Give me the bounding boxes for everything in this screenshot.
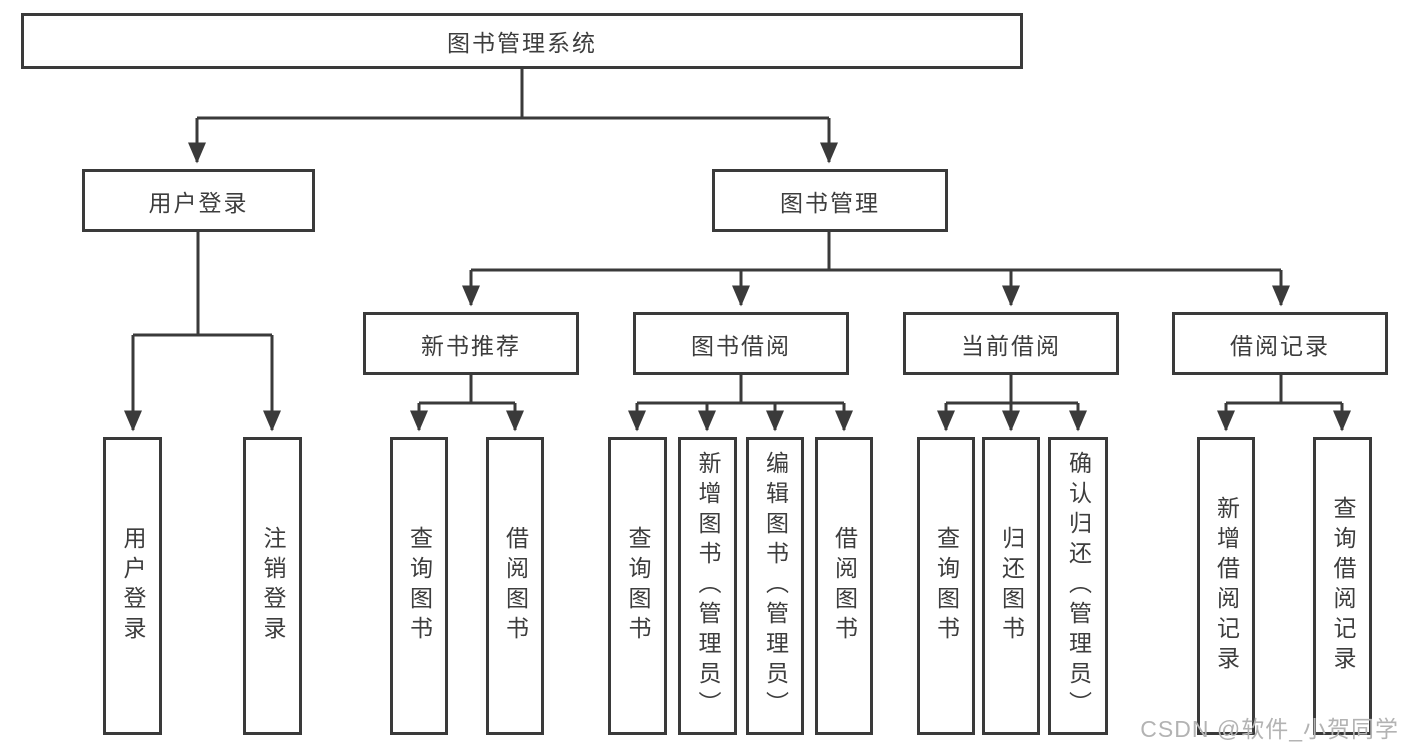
leaf-add-book-admin: 新增图书（管理员） xyxy=(678,437,737,735)
leaf-query-books-recommend: 查询图书 xyxy=(390,437,448,735)
csdn-watermark: CSDN @软件_小贺同学 xyxy=(1140,716,1399,742)
leaf-query-books-current: 查询图书 xyxy=(917,437,975,735)
leaf-borrow-books-recommend: 借阅图书 xyxy=(486,437,544,735)
node-library-management-system: 图书管理系统 xyxy=(21,13,1023,69)
leaf-borrow-books-borrowing: 借阅图书 xyxy=(815,437,873,735)
node-current-borrowing: 当前借阅 xyxy=(903,312,1119,375)
leaf-logout: 注销登录 xyxy=(243,437,302,735)
node-book-management: 图书管理 xyxy=(712,169,948,232)
leaf-query-books-borrowing: 查询图书 xyxy=(608,437,667,735)
leaf-confirm-return-admin: 确认归还（管理员） xyxy=(1048,437,1108,735)
node-borrowing-records: 借阅记录 xyxy=(1172,312,1388,375)
node-book-borrowing: 图书借阅 xyxy=(633,312,849,375)
node-new-book-recommendation: 新书推荐 xyxy=(363,312,579,375)
leaf-query-borrow-record: 查询借阅记录 xyxy=(1313,437,1372,735)
leaf-return-books: 归还图书 xyxy=(982,437,1040,735)
leaf-edit-book-admin: 编辑图书（管理员） xyxy=(746,437,804,735)
leaf-user-login: 用户登录 xyxy=(103,437,162,735)
leaf-add-borrow-record: 新增借阅记录 xyxy=(1197,437,1255,735)
node-user-login: 用户登录 xyxy=(82,169,315,232)
